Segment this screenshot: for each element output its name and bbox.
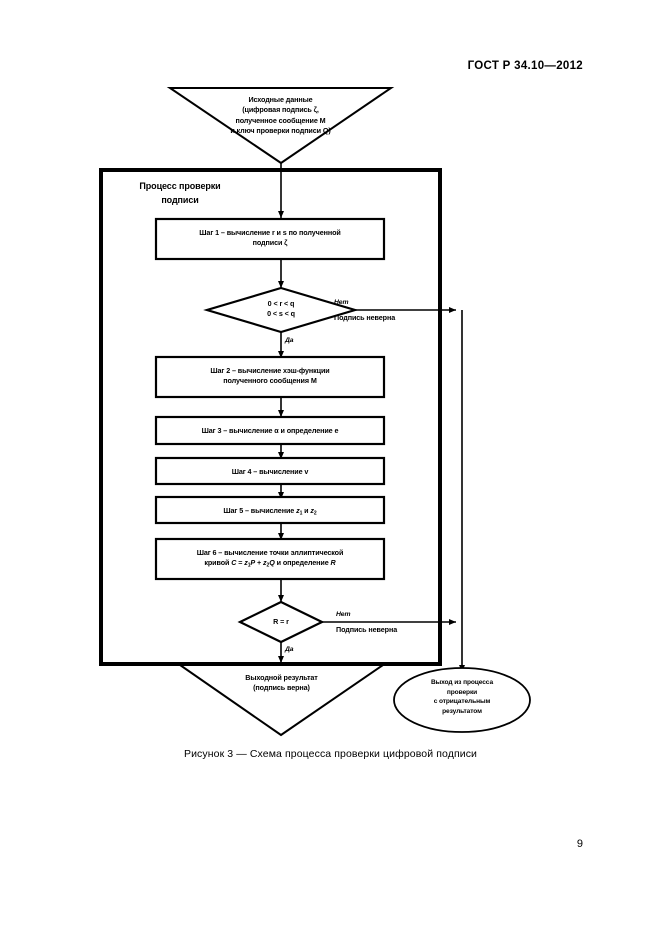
output-failure-shape [393, 667, 531, 733]
step6-label: Шаг 6 – вычисление точки эллиптической к… [156, 548, 384, 570]
step2-shape [154, 355, 386, 399]
step5-line-1: Шаг 5 – вычисление z1 и z2 [223, 506, 317, 517]
container-title-line-1: Процесс проверки [139, 181, 221, 191]
step3-label: Шаг 3 – вычисление α и определение e [156, 426, 384, 436]
step5-shape [154, 495, 386, 525]
decision2-no-result-label: Подпись неверна [336, 625, 446, 635]
step6-line-1: Шаг 6 – вычисление точки эллиптической [196, 548, 344, 557]
input-trapezoid-label: Исходные данные (цифровая подпись ζ, пол… [170, 95, 391, 137]
step3-shape [154, 415, 386, 446]
decision2-yes-text: Да [285, 646, 294, 653]
decision1-no-result-label: Подпись неверна [334, 313, 444, 323]
figure-caption: Рисунок 3 — Схема процесса проверки цифр… [183, 748, 478, 760]
decision1-no-result-text: Подпись неверна [334, 313, 396, 322]
step4-line-1: Шаг 4 – вычисление v [231, 467, 309, 476]
page-number: 9 [576, 838, 583, 850]
decision2-line-1: R = r [273, 617, 289, 626]
step5-label: Шаг 5 – вычисление z1 и z2 [156, 506, 384, 518]
input-line-1: Исходные данные [248, 95, 313, 104]
decision1-yes-label: Да [285, 336, 315, 346]
input-line-3: полученное сообщение M [235, 115, 326, 125]
step4-shape [154, 456, 386, 486]
step1-line-2: подписи ζ [252, 238, 288, 248]
output-success-label: Выходной результат (подпись верна) [180, 673, 383, 694]
step2-line-1: Шаг 2 – вычисление хэш-функции [210, 366, 330, 375]
output-failure-line-2: проверки [446, 688, 478, 696]
figure-flowchart: Исходные данные (цифровая подпись ζ, пол… [99, 87, 531, 737]
decision2-no-text: Нет [336, 611, 351, 618]
decision1-yes-text: Да [285, 337, 294, 344]
decision1-label: 0 < r < q 0 < s < q [231, 299, 331, 320]
output-success-line-2: (подпись верна) [253, 683, 310, 693]
step2-line-2: полученного сообщения M [223, 376, 317, 386]
step6-shape [154, 537, 386, 581]
decision1-line-1: 0 < r < q [267, 299, 295, 308]
output-failure-label: Выход из процесса проверки с отрицательн… [398, 678, 526, 716]
input-line-2: (цифровая подпись ζ, [242, 105, 319, 115]
input-trapezoid-shape [166, 87, 395, 165]
step3-line-1: Шаг 3 – вычисление α и определение e [201, 426, 339, 435]
output-failure-line-3: с отрицательным [433, 698, 491, 706]
decision1-line-2: 0 < s < q [267, 309, 295, 319]
decision2-yes-label: Да [285, 645, 315, 655]
output-failure-line-4: результатом [442, 707, 482, 715]
output-success-shape [176, 664, 387, 737]
document-header: ГОСТ Р 34.10—2012 [467, 60, 583, 72]
step4-label: Шаг 4 – вычисление v [156, 467, 384, 477]
step1-label: Шаг 1 – вычисление r и s по полученной п… [156, 228, 384, 249]
decision2-label: R = r [241, 617, 321, 627]
step2-label: Шаг 2 – вычисление хэш-функции полученно… [156, 366, 384, 387]
decision1-no-text: Нет [334, 299, 349, 306]
step1-shape [154, 217, 386, 261]
decision1-no-label: Нет [334, 298, 374, 308]
step6-line-2: кривой C = z1P + z2Q и определение R [204, 558, 336, 569]
flowchart-canvas [99, 87, 531, 737]
container-title-line-2: подписи [161, 194, 199, 205]
output-success-line-1: Выходной результат [245, 673, 318, 682]
output-failure-line-1: Выход из процесса [430, 679, 494, 686]
step1-line-1: Шаг 1 – вычисление r и s по полученной [199, 228, 341, 237]
decision2-no-label: Нет [336, 610, 376, 620]
process-container-title: Процесс проверки подписи [110, 180, 250, 207]
input-line-4: и ключ проверки подписи Q) [230, 126, 331, 136]
decision2-no-result-text: Подпись неверна [336, 625, 398, 634]
